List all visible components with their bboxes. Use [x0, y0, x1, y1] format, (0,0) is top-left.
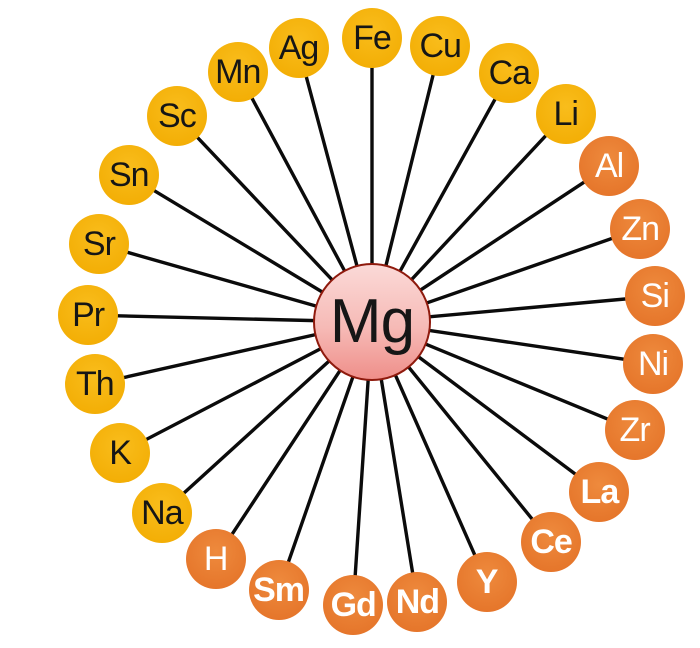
node-zn: Zn	[610, 198, 671, 259]
node-label: Sm	[253, 571, 305, 610]
node-y: Y	[456, 551, 517, 612]
node-label: Nd	[395, 583, 440, 622]
node-label: Zn	[621, 209, 660, 248]
node-nd: Nd	[387, 572, 448, 633]
node-label: Pr	[72, 296, 105, 335]
node-zr: Zr	[604, 400, 665, 461]
node-label: Si	[640, 277, 670, 316]
node-ce: Ce	[521, 512, 582, 573]
node-label: Sr	[82, 225, 116, 264]
center-label: Mg	[329, 287, 415, 356]
node-label: Fe	[353, 19, 392, 57]
node-h: H	[185, 529, 246, 590]
node-label: K	[109, 434, 132, 473]
node-label: Sc	[158, 96, 197, 135]
node-k: K	[90, 423, 151, 484]
node-label: La	[580, 473, 620, 512]
node-label: Ag	[278, 28, 320, 67]
node-cu: Cu	[410, 16, 471, 77]
node-sn: Sn	[98, 145, 159, 206]
node-ca: Ca	[479, 43, 540, 104]
node-label: Cu	[419, 27, 461, 66]
node-sm: Sm	[248, 560, 309, 621]
node-label: Na	[141, 494, 183, 533]
node-label: Sn	[109, 156, 150, 195]
node-pr: Pr	[58, 285, 119, 346]
node-label: Ca	[488, 54, 531, 93]
node-li: Li	[535, 84, 596, 145]
node-al: Al	[579, 135, 640, 196]
node-label: Y	[475, 562, 499, 601]
node-label: Li	[553, 95, 578, 134]
node-label: Mn	[215, 52, 261, 91]
node-label: Al	[594, 146, 624, 185]
node-label: Th	[75, 365, 115, 403]
center-node-mg: Mg	[313, 263, 431, 381]
node-na: Na	[131, 483, 192, 544]
node-ag: Ag	[268, 17, 329, 78]
node-label: Gd	[330, 586, 377, 625]
node-fe: Fe	[342, 8, 402, 68]
node-sc: Sc	[146, 85, 207, 146]
node-gd: Gd	[323, 575, 384, 636]
node-la: La	[569, 462, 630, 523]
node-ni: Ni	[623, 333, 683, 394]
node-label: Ce	[530, 523, 572, 562]
node-si: Si	[624, 266, 685, 327]
node-label: H	[203, 540, 229, 579]
node-label: Ni	[637, 344, 669, 383]
node-th: Th	[64, 354, 125, 414]
node-label: Zr	[619, 411, 651, 450]
node-mn: Mn	[207, 41, 268, 102]
node-sr: Sr	[68, 214, 129, 275]
